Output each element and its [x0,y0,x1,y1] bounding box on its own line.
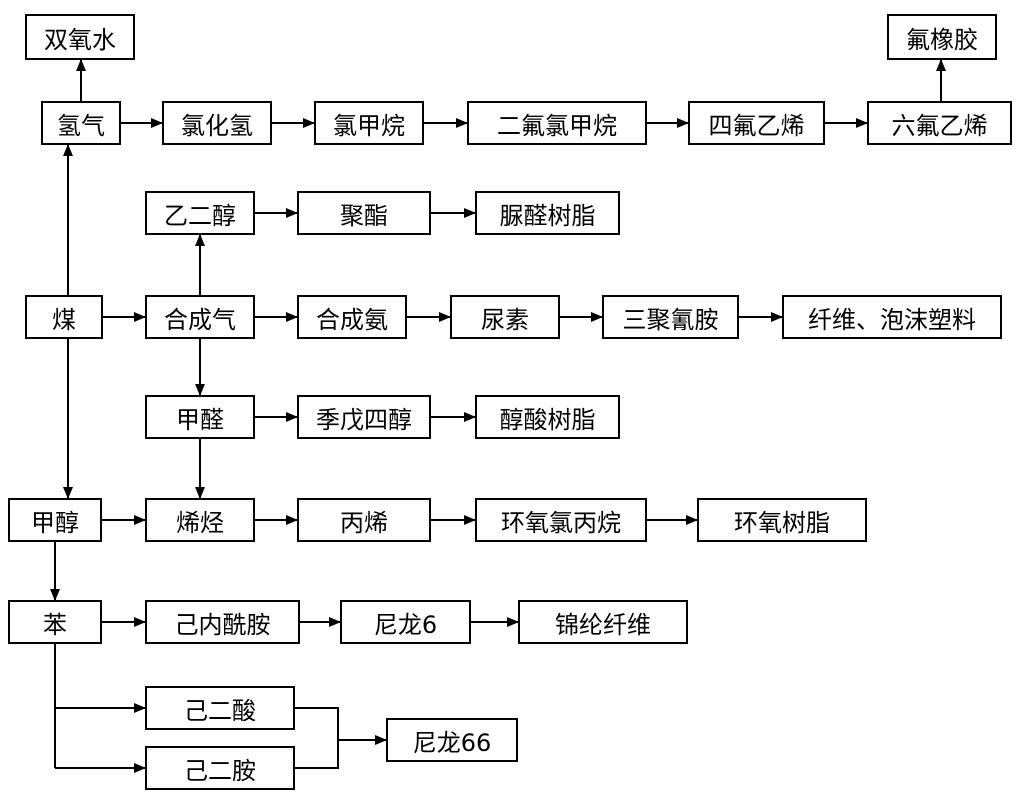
node-qingqi: 氢气 [41,101,121,145]
node-erfulvjiawan: 二氟氯甲烷 [467,101,647,145]
node-liufuyixi: 六氟乙烯 [867,101,1012,145]
node-hechengqi: 合成气 [145,295,255,339]
node-xianweipaomo: 纤维、泡沫塑料 [782,295,1002,339]
node-jiwusichun: 季戊四醇 [297,395,431,439]
node-jieran: 己二胺 [145,746,295,790]
node-hechengan: 合成氨 [297,295,407,339]
node-lvjiawan: 氯甲烷 [314,101,424,145]
node-huanyanglvbingwan: 环氧氯丙烷 [475,498,647,542]
line-jiersuan-join [295,707,339,769]
node-sifuyixi: 四氟乙烯 [688,101,825,145]
node-fuxiangjiao: 氟橡胶 [887,14,997,60]
node-lvhuaqing: 氯化氢 [162,101,272,145]
node-bingxi: 丙烯 [297,498,431,542]
node-juzhi: 聚酯 [297,191,431,235]
node-chunsuanshuzhi: 醇酸树脂 [475,395,620,439]
node-huanyangshuzhi: 环氧树脂 [697,498,867,542]
node-yierchun: 乙二醇 [145,191,255,235]
node-jiaquan: 甲醛 [145,395,255,439]
node-jiersuan: 己二酸 [145,686,295,730]
node-xiting: 烯烃 [145,498,255,542]
node-shuangyangshui: 双氧水 [25,14,135,60]
node-jiachun: 甲醇 [8,498,102,542]
node-niaosu: 尿素 [450,295,560,339]
node-sanjuqingan: 三聚氰胺 [602,295,739,339]
node-ben: 苯 [8,600,102,644]
node-nilong66: 尼龙66 [386,718,518,762]
node-jineixianan: 己内酰胺 [145,600,300,644]
node-mei: 煤 [25,295,103,339]
node-jinlunxianwei: 锦纶纤维 [518,600,688,644]
node-nilong6: 尼龙6 [340,600,471,644]
node-niaoquanshuzhi: 脲醛树脂 [475,191,620,235]
